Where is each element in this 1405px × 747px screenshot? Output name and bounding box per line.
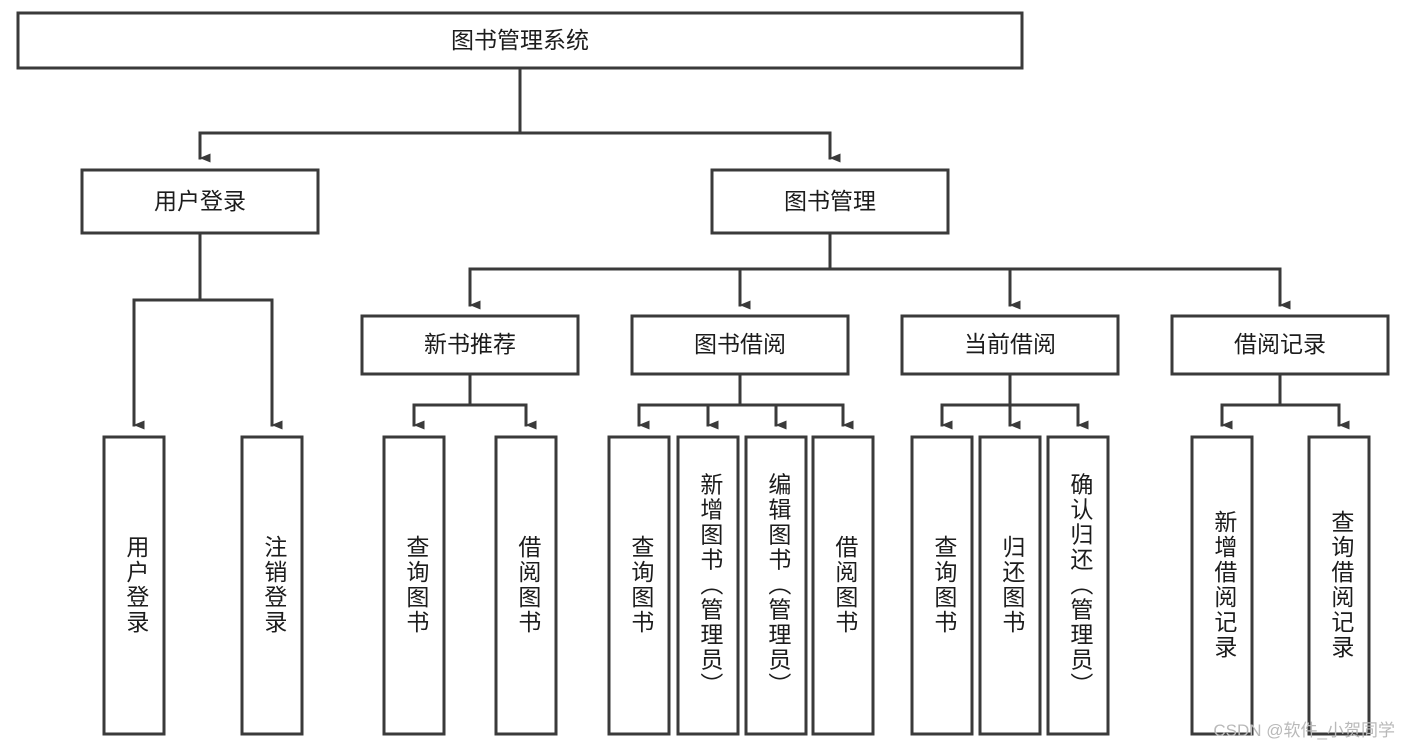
node-borrow-record-label: 借阅记录: [1234, 331, 1326, 357]
connector-userlogin-to-leaves: [132, 231, 283, 430]
connector-bookmanage-to-level3: [468, 231, 1291, 310]
leaf-bookborrow-edit-label: 编辑图书（管理员）: [765, 473, 792, 698]
node-new-book-recommend-label: 新书推荐: [424, 331, 516, 357]
leaf-borrowrecord-add-label: 新增借阅记录: [1211, 510, 1238, 660]
leaf-bookborrow-query-label: 查询图书: [628, 535, 655, 635]
node-book-management-label: 图书管理: [784, 188, 876, 214]
leaf-currentborrow-return-label: 归还图书: [999, 535, 1026, 635]
leaf-bookborrow-lend-label: 借阅图书: [832, 535, 859, 635]
node-new-book-recommend[interactable]: 新书推荐: [360, 314, 580, 376]
leaf-user-login-signout-label: 注销登录: [261, 535, 288, 635]
node-user-login-label: 用户登录: [154, 188, 246, 214]
leaf-bookborrow-add-label: 新增图书（管理员）: [697, 473, 724, 698]
node-borrow-record[interactable]: 借阅记录: [1170, 314, 1390, 376]
leaf-newbook-borrow-label: 借阅图书: [515, 535, 542, 635]
leaf-borrowrecord-query[interactable]: 查询借阅记录: [1307, 435, 1371, 736]
leaf-newbook-query-label: 查询图书: [403, 535, 430, 635]
connector-newbook-to-leaves: [412, 372, 537, 430]
leaf-user-login-signin-label: 用户登录: [123, 535, 150, 635]
leaf-bookborrow-query[interactable]: 查询图书: [607, 435, 671, 736]
connector-currentborrow-to-leaves: [940, 372, 1089, 430]
node-book-management[interactable]: 图书管理: [710, 168, 950, 235]
leaf-currentborrow-return[interactable]: 归还图书: [978, 435, 1042, 736]
connector-borrowrecord-to-leaves: [1220, 372, 1350, 430]
leaf-user-login-signin[interactable]: 用户登录: [102, 435, 166, 736]
leaf-borrowrecord-query-label: 查询借阅记录: [1328, 510, 1355, 660]
leaf-borrowrecord-add[interactable]: 新增借阅记录: [1190, 435, 1254, 736]
node-root-label: 图书管理系统: [451, 27, 589, 53]
node-user-login[interactable]: 用户登录: [80, 168, 320, 235]
leaf-newbook-borrow[interactable]: 借阅图书: [494, 435, 558, 736]
node-book-borrow[interactable]: 图书借阅: [630, 314, 850, 376]
leaf-bookborrow-lend[interactable]: 借阅图书: [811, 435, 875, 736]
leaf-user-login-signout[interactable]: 注销登录: [240, 435, 304, 736]
leaf-currentborrow-confirm-label: 确认归还（管理员）: [1067, 473, 1094, 698]
connector-bookborrow-to-leaves: [637, 372, 854, 430]
node-current-borrow[interactable]: 当前借阅: [900, 314, 1120, 376]
leaf-currentborrow-query-label: 查询图书: [931, 535, 958, 635]
leaf-bookborrow-add[interactable]: 新增图书（管理员）: [676, 435, 740, 736]
leaf-newbook-query[interactable]: 查询图书: [382, 435, 446, 736]
leaf-bookborrow-edit[interactable]: 编辑图书（管理员）: [744, 435, 808, 736]
leaf-currentborrow-confirm[interactable]: 确认归还（管理员）: [1046, 435, 1110, 736]
node-root-system[interactable]: 图书管理系统: [16, 11, 1024, 70]
node-current-borrow-label: 当前借阅: [964, 331, 1056, 357]
connector-root-to-level2: [198, 66, 841, 163]
node-book-borrow-label: 图书借阅: [694, 331, 786, 357]
leaf-currentborrow-query[interactable]: 查询图书: [910, 435, 974, 736]
